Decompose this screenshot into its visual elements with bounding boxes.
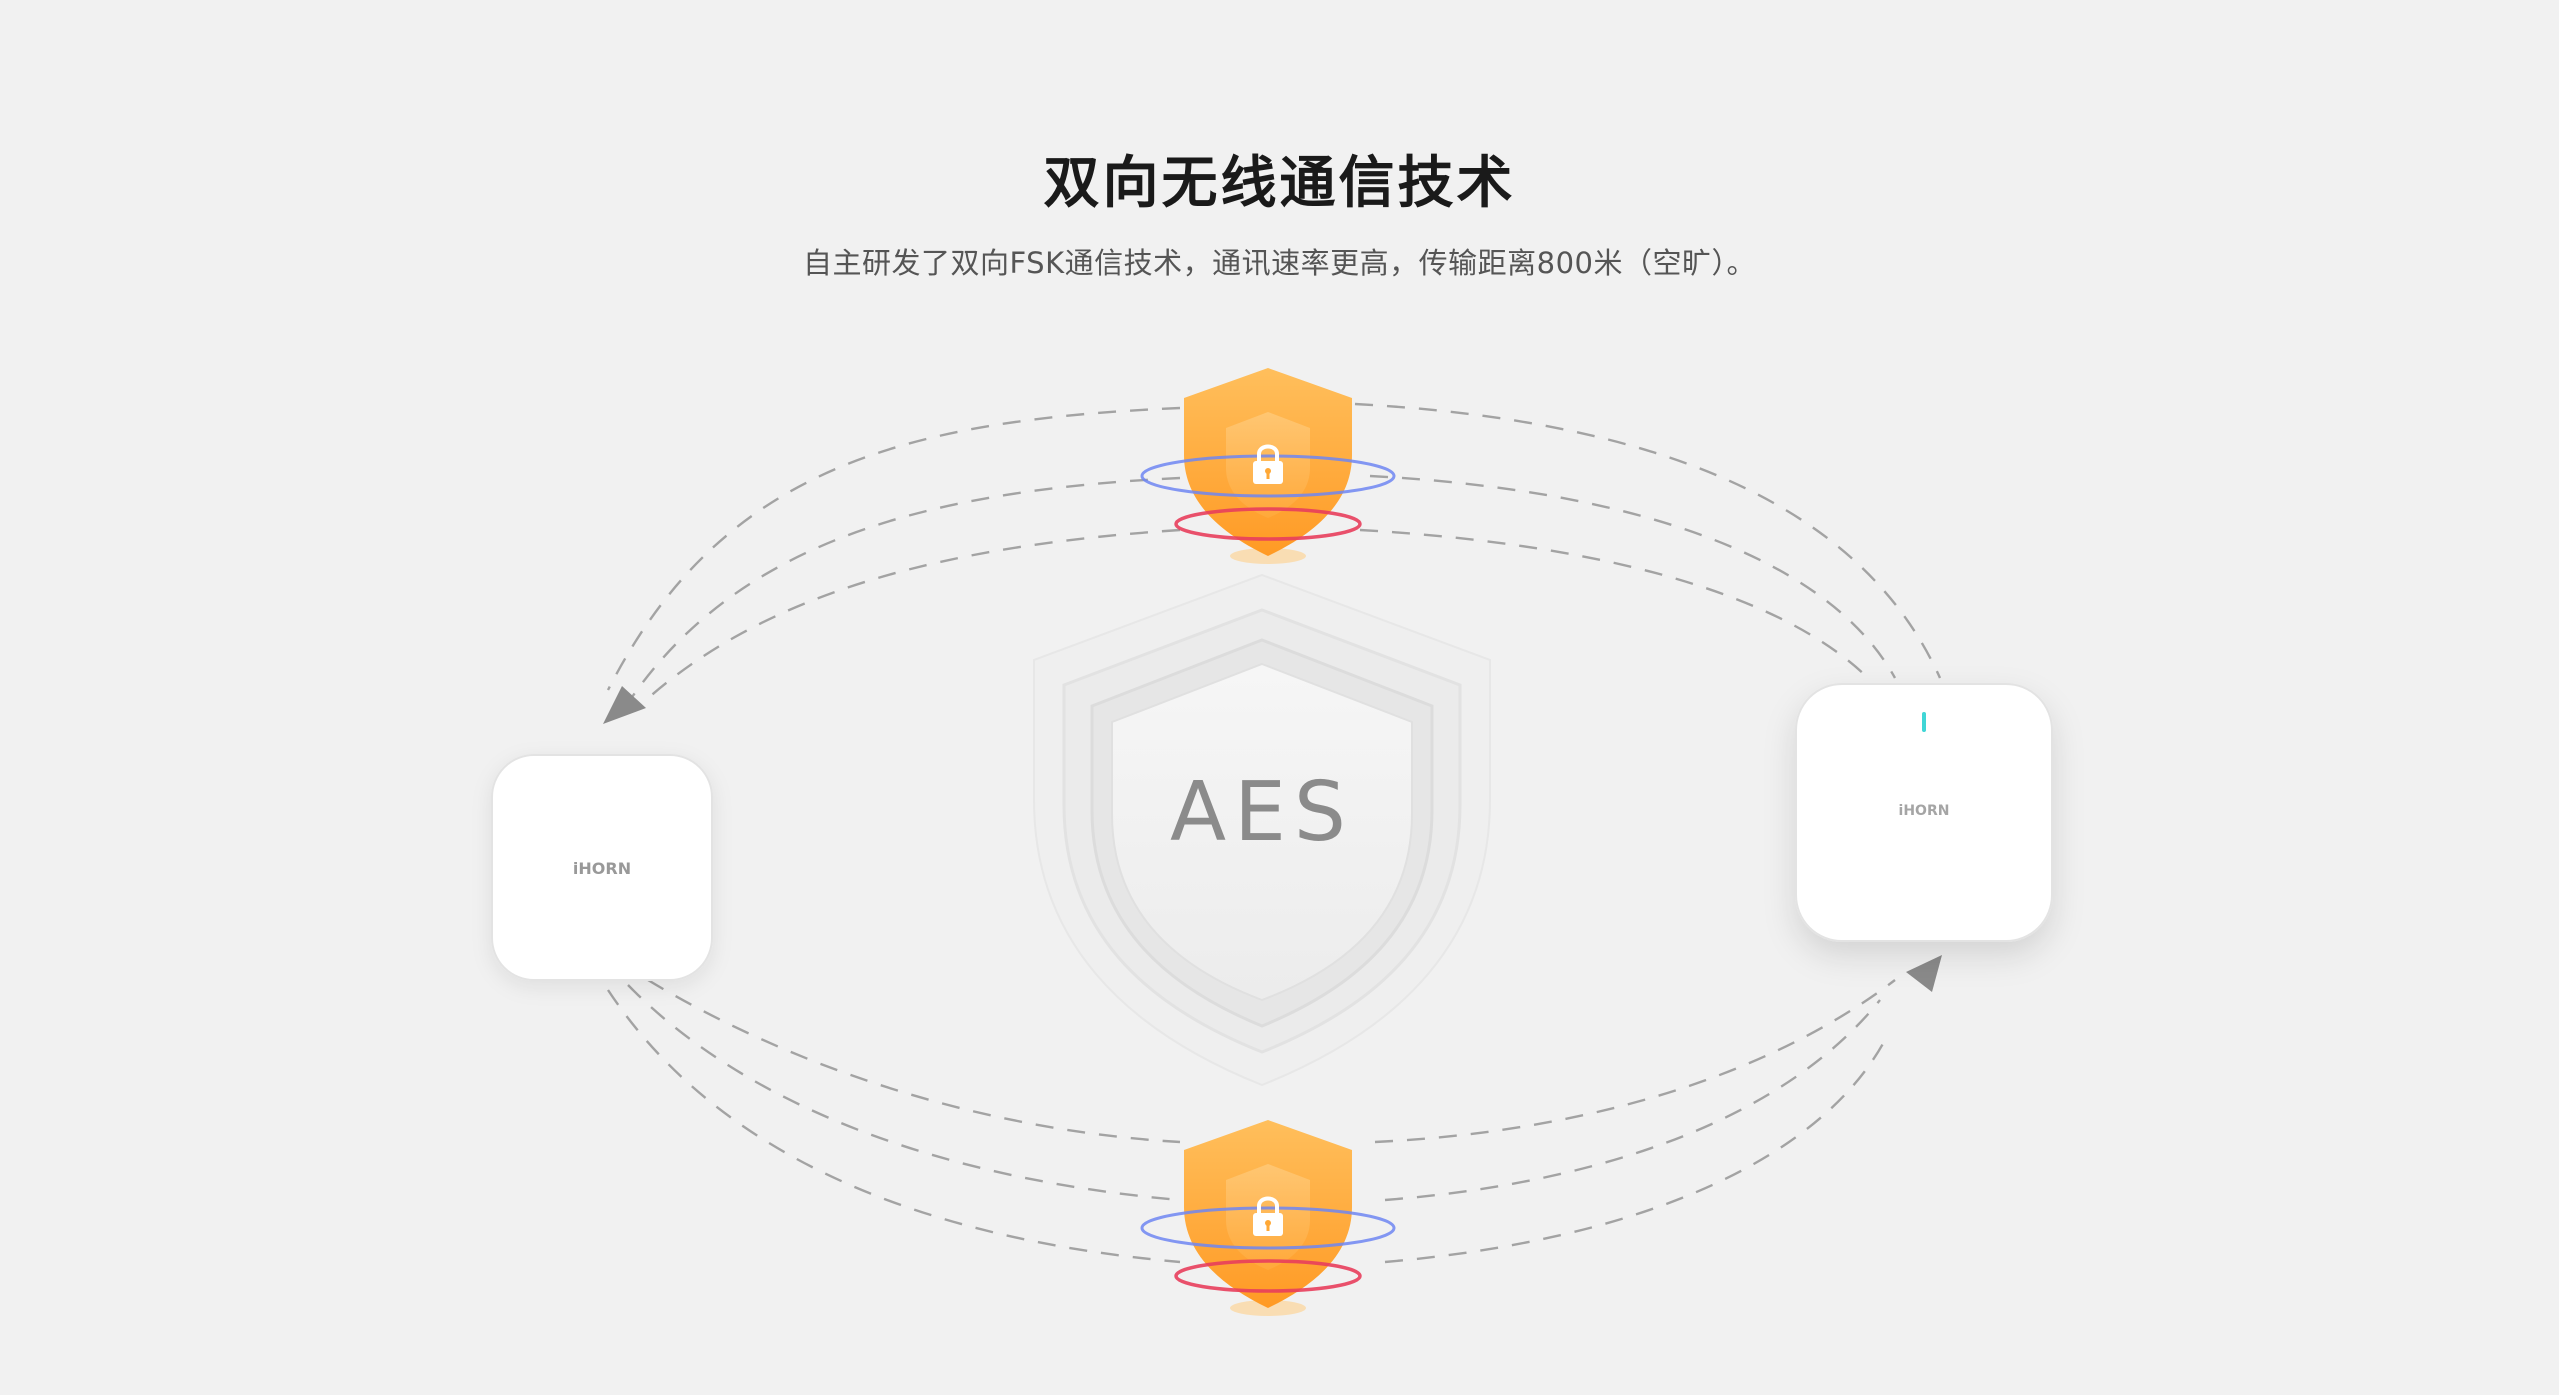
lower-dashed-arcs bbox=[606, 978, 1896, 1264]
upper-arc-middle-right bbox=[1369, 474, 1897, 679]
device-right-status-led bbox=[1922, 712, 1926, 732]
aes-label: AES bbox=[1170, 765, 1354, 860]
upper-ring-red bbox=[1174, 507, 1362, 541]
device-left-brand: iHORN bbox=[573, 859, 631, 878]
upper-lock-icon bbox=[1253, 444, 1283, 484]
lower-arc-middle-right bbox=[1384, 999, 1881, 1202]
arrow-head-right-icon bbox=[1906, 955, 1942, 992]
aes-shield-body-front bbox=[1111, 662, 1413, 1002]
upper-arc-outer-left bbox=[606, 406, 1181, 691]
lower-arc-middle-left bbox=[627, 984, 1181, 1202]
aes-shield: AES bbox=[1033, 573, 1491, 1087]
lower-arc-inner-left bbox=[647, 978, 1181, 1144]
upper-ring-blue bbox=[1140, 454, 1396, 498]
upper-lock-shield bbox=[1140, 368, 1396, 564]
device-left: iHORN bbox=[491, 754, 713, 981]
lower-arc-outer-left bbox=[606, 989, 1181, 1264]
device-right-body bbox=[1795, 683, 2053, 942]
lower-lock-icon bbox=[1253, 1196, 1283, 1236]
upper-arc-inner-right bbox=[1359, 528, 1871, 681]
upper-arc-outer-right bbox=[1354, 402, 1942, 679]
device-left-body bbox=[491, 754, 713, 981]
device-right-brand: iHORN bbox=[1899, 803, 1950, 819]
lower-lock-shield bbox=[1140, 1120, 1396, 1316]
lower-arc-inner-right bbox=[1374, 979, 1896, 1144]
page-title: 双向无线通信技术 bbox=[1043, 151, 1516, 216]
lower-ring-red bbox=[1174, 1259, 1362, 1293]
lower-arc-outer-right bbox=[1384, 1039, 1887, 1264]
upper-arc-middle-left bbox=[629, 476, 1181, 701]
arrow-head-left-icon bbox=[603, 686, 646, 724]
lower-ring-blue bbox=[1140, 1206, 1396, 1250]
device-right: iHORN bbox=[1795, 683, 2053, 942]
upper-dashed-arcs bbox=[606, 402, 1942, 701]
page-subtitle: 自主研发了双向FSK通信技术，通讯速率更高，传输距离800米（空旷）。 bbox=[803, 246, 1756, 280]
